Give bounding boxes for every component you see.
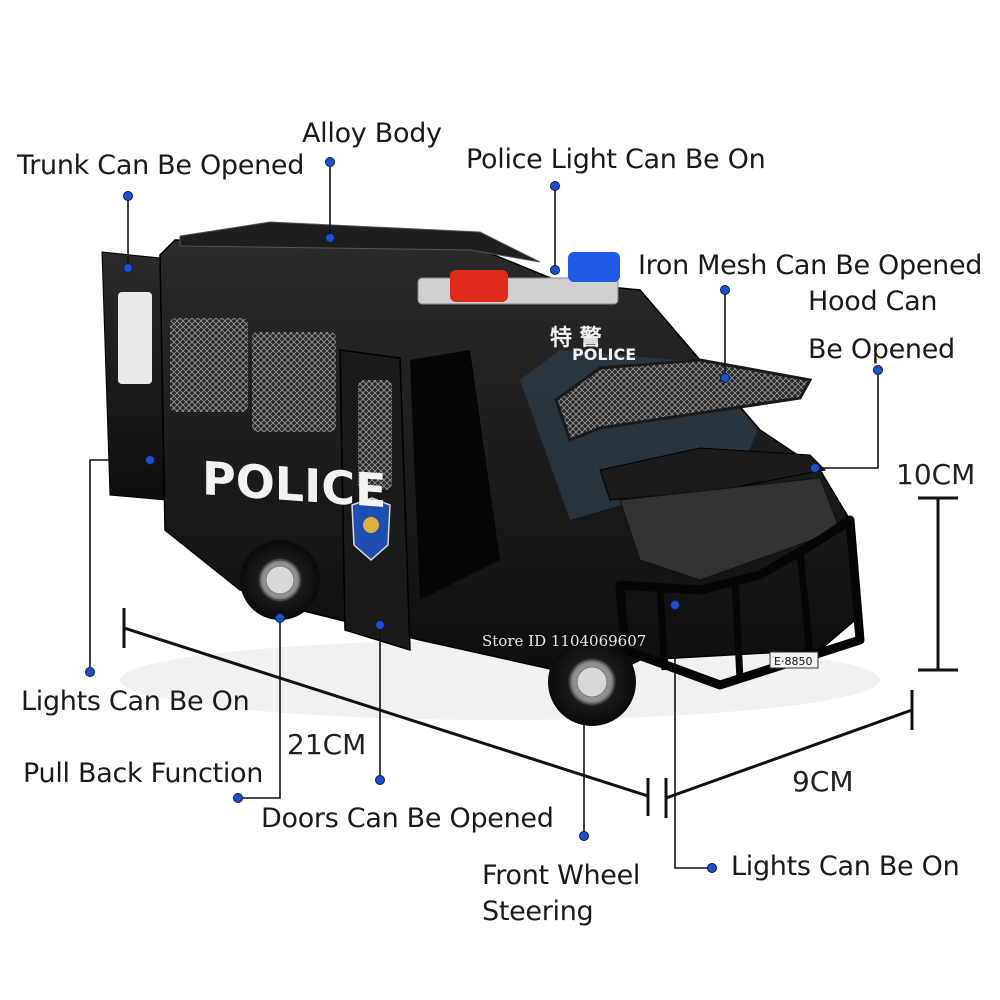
plate-text: E·8850 [774, 655, 812, 668]
opened-hood [599, 447, 827, 501]
side-window-mesh-2 [252, 332, 336, 432]
dot-rear-light-end [85, 667, 95, 677]
rear-door-window [118, 292, 152, 384]
dot-hood [810, 463, 820, 473]
side-police-text: POLICE [202, 451, 386, 518]
label-pull-back: Pull Back Function [23, 758, 264, 789]
dot-trunk-top [123, 191, 133, 201]
dot-doors-end [375, 775, 385, 785]
dot-front-light [670, 600, 680, 610]
engine-bay [619, 477, 841, 581]
dimension-width: 9CM [792, 765, 854, 798]
dot-mesh-top [720, 285, 730, 295]
callout-dots [85, 157, 883, 873]
label-doors: Doors Can Be Opened [261, 803, 554, 834]
label-police-light: Police Light Can Be On [466, 144, 766, 175]
hood-police-text: POLICE [572, 345, 636, 364]
label-hood-line2: Be Opened [808, 334, 955, 365]
dot-pullback-end [233, 793, 243, 803]
dimension-height: 10CM [896, 458, 976, 491]
hood-chinese-chars: 特 警 [550, 325, 602, 351]
dot-wheel [579, 831, 589, 841]
dot-trunk [123, 263, 133, 273]
label-front-wheel-line1: Front Wheel [482, 860, 641, 891]
label-hood-line1: Hood Can [808, 286, 938, 317]
label-iron-mesh: Iron Mesh Can Be Opened [638, 250, 983, 281]
label-lights-front: Lights Can Be On [731, 851, 960, 882]
roof-rack [179, 221, 541, 263]
iron-mesh-visor [554, 358, 813, 442]
dot-mesh [720, 373, 730, 383]
label-trunk-can-be-opened: Trunk Can Be Opened [17, 150, 305, 181]
dot-front-light-end [707, 863, 717, 873]
dot-hood-top [873, 365, 883, 375]
dot-pullback [275, 613, 285, 623]
side-door-window-mesh [358, 380, 392, 490]
doorway [410, 350, 500, 600]
dot-rear-light [145, 455, 155, 465]
dot-alloy-top [325, 157, 335, 167]
dot-doors [375, 620, 385, 630]
label-lights-rear: Lights Can Be On [21, 686, 250, 717]
dot-light-top [550, 181, 560, 191]
red-police-light [450, 270, 508, 302]
ground-shadow [120, 640, 880, 720]
bull-bar [615, 515, 865, 690]
dot-light [550, 265, 560, 275]
store-watermark: Store ID 1104069607 [482, 632, 647, 650]
license-plate [769, 651, 819, 669]
blue-police-light [568, 252, 620, 282]
dot-alloy [325, 233, 335, 243]
label-front-wheel-line2: Steering [482, 896, 594, 927]
label-alloy-body: Alloy Body [302, 118, 442, 149]
dimension-lines [122, 496, 958, 818]
side-window-mesh-1 [170, 318, 248, 412]
dimension-length: 21CM [287, 728, 367, 761]
